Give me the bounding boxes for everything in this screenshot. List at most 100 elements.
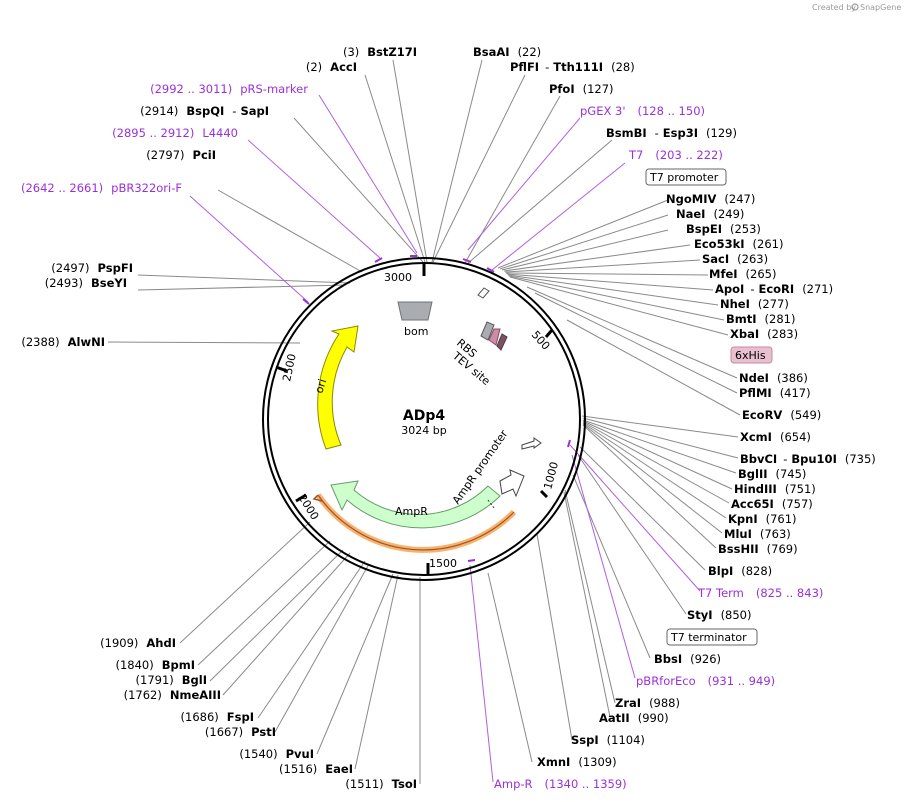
enzyme-position: (757) xyxy=(782,497,813,511)
svg-text:(2914)BspQI-SapI: (2914)BspQI-SapI xyxy=(140,104,269,118)
right-labels: BsaAI(22) PflFI-Tth111I(28) PfoI(127) pG… xyxy=(473,45,876,791)
enzyme-position: (1516) xyxy=(279,762,317,776)
enzyme-position: (281) xyxy=(765,312,796,326)
enzyme-name: BspQI xyxy=(186,104,224,118)
svg-text:SspI(1104): SspI (1104) xyxy=(571,733,645,747)
svg-text:PflMI(417): PflMI(417) xyxy=(739,386,811,400)
primer-range: (1340 .. 1359) xyxy=(545,777,627,791)
enzyme-name: BglI xyxy=(182,673,207,687)
credit-prefix: Created by xyxy=(812,3,856,12)
his-tag-label: 6xHis xyxy=(735,349,766,362)
svg-text:MfeI(265): MfeI(265) xyxy=(709,267,776,281)
svg-text:PflFI-Tth111I(28): PflFI-Tth111I(28) xyxy=(510,60,635,74)
tick-label-1000: 1000 xyxy=(541,460,561,490)
primer-range: (2992 .. 3011) xyxy=(150,82,232,96)
svg-text:pBRforEco(931 .. 949): pBRforEco (931 .. 949) xyxy=(636,674,775,688)
svg-text:(1762)NmeAIII: (1762)NmeAIII xyxy=(124,688,221,702)
svg-text:PfoI(127): PfoI(127) xyxy=(549,82,614,96)
primer-name: T7 Term xyxy=(697,586,744,600)
svg-text:(2388)AlwNI: (2388)AlwNI xyxy=(21,335,105,349)
svg-text:NgoMIV(247): NgoMIV(247) xyxy=(666,192,755,206)
enzyme-name: BpmI xyxy=(162,658,195,672)
svg-text:ApoI-EcoRI(271): ApoI-EcoRI(271) xyxy=(715,282,833,296)
svg-text:BsaAI(22): BsaAI(22) xyxy=(473,45,541,59)
enzyme-name: PspFI xyxy=(98,261,133,275)
svg-text:ZraI(988): ZraI(988) xyxy=(615,696,680,710)
primer-ticks xyxy=(302,255,571,562)
enzyme-name: BbvCI xyxy=(740,452,777,466)
enzyme-name: Eco53kI xyxy=(694,237,745,251)
enzyme-name: FspI xyxy=(227,710,254,724)
svg-text:(1840)BpmI: (1840)BpmI xyxy=(115,658,195,672)
svg-text:MluI(763): MluI (763) xyxy=(724,527,791,541)
enzyme-position: (271) xyxy=(802,282,833,296)
ampr-promoter-arrow xyxy=(499,469,525,498)
enzyme-position: (253) xyxy=(730,222,761,236)
primer-range: (931 .. 949) xyxy=(708,674,776,688)
ampr-orf-arc-line xyxy=(317,494,515,551)
enzyme-name: PstI xyxy=(251,725,276,739)
enzyme-separator: - xyxy=(783,452,787,466)
enzyme-name-2: SapI xyxy=(240,104,269,118)
svg-text:BbsI(926): BbsI(926) xyxy=(654,652,721,666)
svg-text:XcmI(654): XcmI(654) xyxy=(740,430,811,444)
svg-text:EcoRV(549): EcoRV(549) xyxy=(742,408,821,422)
enzyme-position: (828) xyxy=(741,564,772,578)
enzyme-separator: - xyxy=(545,60,549,74)
svg-text:(1667)PstI: (1667)PstI xyxy=(205,725,276,739)
enzyme-name: NheI xyxy=(720,297,750,311)
svg-text:(2797)PciI: (2797) PciI xyxy=(146,148,216,162)
enzyme-position: (850) xyxy=(721,608,752,622)
enzyme-name: PciI xyxy=(193,148,216,162)
enzyme-position: (2493) xyxy=(45,276,83,290)
enzyme-name: SspI xyxy=(571,733,599,747)
svg-text:(2642 .. 2661)pBR322ori-F: (2642 .. 2661)pBR322ori-F xyxy=(21,181,182,195)
enzyme-name: BspEI xyxy=(686,222,722,236)
enzyme-name-2: Tth111I xyxy=(553,60,603,74)
primer-range: (825 .. 843) xyxy=(756,586,824,600)
enzyme-name: StyI xyxy=(687,608,713,622)
svg-text:NheI(277): NheI(277) xyxy=(720,297,789,311)
enzyme-name: BssHII xyxy=(718,542,759,556)
svg-text:(2992 .. 3011)pRS-marker: (2992 .. 3011)pRS-marker xyxy=(150,82,308,96)
svg-text:BssHII(769): BssHII (769) xyxy=(718,542,798,556)
t7-promoter-arrow xyxy=(477,287,490,299)
leader-lines xyxy=(107,59,741,784)
tick-marks xyxy=(275,263,554,575)
primer-name: pBRforEco xyxy=(636,674,696,688)
enzyme-position: (2497) xyxy=(51,261,89,275)
enzyme-name: ZraI xyxy=(615,696,641,710)
enzyme-name: SacI xyxy=(702,252,729,266)
svg-text:(1791)BglI: (1791)BglI xyxy=(136,673,207,687)
t7-promoter-box: T7 promoter xyxy=(645,168,727,186)
enzyme-position: (22) xyxy=(518,45,542,59)
enzyme-position: (127) xyxy=(583,82,614,96)
enzyme-name: BglII xyxy=(738,467,768,481)
enzyme-position: (549) xyxy=(790,408,821,422)
enzyme-name: TsoI xyxy=(392,777,417,791)
enzyme-position: (249) xyxy=(713,207,744,221)
svg-text:BbvCI-Bpu10I(735): BbvCI-Bpu10I(735) xyxy=(740,452,876,466)
primer-range: (203 .. 222) xyxy=(655,148,723,162)
enzyme-position: (763) xyxy=(760,527,791,541)
his-tag-box: 6xHis xyxy=(730,346,773,364)
enzyme-position: (1686) xyxy=(181,710,219,724)
enzyme-position: (1104) xyxy=(607,733,645,747)
enzyme-name: MluI xyxy=(724,527,752,541)
svg-text:Acc65I(757): Acc65I(757) xyxy=(731,497,813,511)
svg-text:Amp-R(1340 .. 1359): Amp-R(1340 .. 1359) xyxy=(494,777,627,791)
enzyme-position: (2797) xyxy=(146,148,184,162)
credit-brand: SnapGene xyxy=(860,3,901,12)
svg-text:(2493)BseYI: (2493)BseYI xyxy=(45,276,127,290)
enzyme-name: BmtI xyxy=(726,312,757,326)
t7-promoter-label: T7 promoter xyxy=(649,171,719,184)
enzyme-name: PflMI xyxy=(739,386,772,400)
svg-text:(1686)FspI: (1686) FspI xyxy=(181,710,254,724)
enzyme-name: HindIII xyxy=(734,482,777,496)
enzyme-position: (769) xyxy=(767,542,798,556)
enzyme-name: XmnI xyxy=(537,755,570,769)
enzyme-position: (2388) xyxy=(21,335,59,349)
enzyme-position: (283) xyxy=(767,327,798,341)
enzyme-name: EaeI xyxy=(325,762,353,776)
